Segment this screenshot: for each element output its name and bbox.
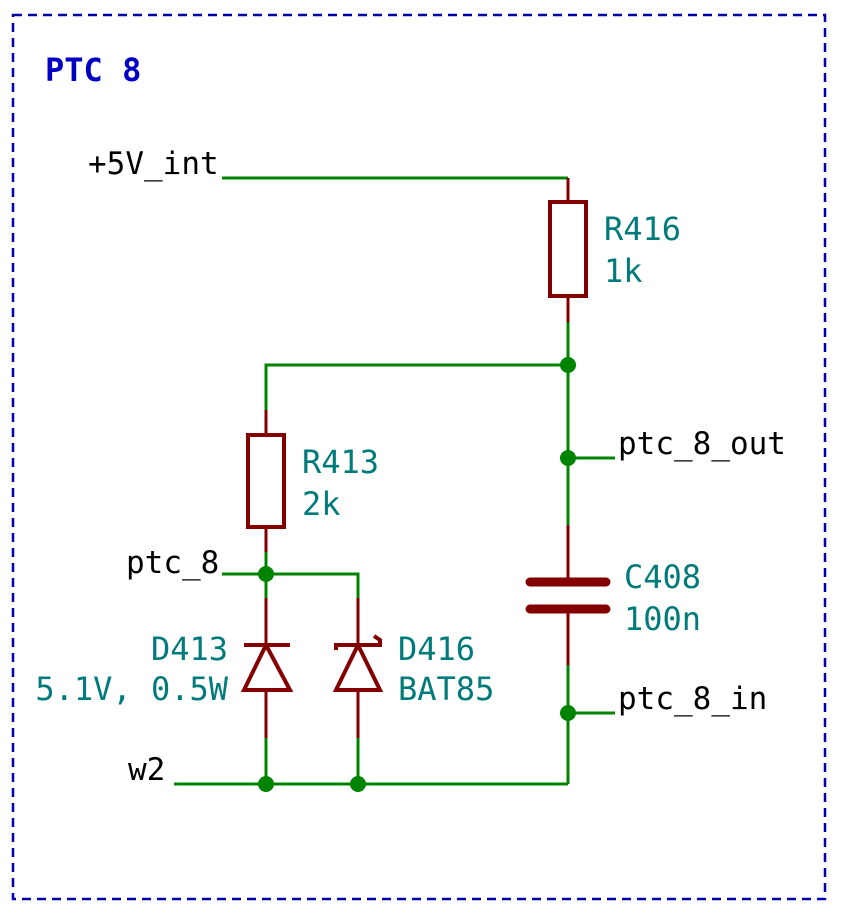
junction-dot	[560, 705, 576, 721]
net-label-supply[interactable]: +5V_int	[88, 146, 219, 182]
r413-value: 2k	[302, 485, 341, 523]
c408-reference: C408	[624, 558, 701, 596]
c408-value: 100n	[624, 600, 701, 638]
wire-ptc-net	[222, 572, 360, 598]
schottky-diode-d416[interactable]	[332, 598, 384, 738]
junction-dot	[560, 450, 576, 466]
net-label-in[interactable]: ptc_8_in	[618, 681, 767, 717]
resistor-r416[interactable]	[548, 178, 588, 322]
d416-triangle	[332, 640, 384, 692]
zener-diode-d413[interactable]	[240, 598, 294, 738]
net-label-ptc[interactable]: ptc_8	[126, 545, 219, 581]
junction-dot	[258, 776, 274, 792]
d413-value: 5.1V, 0.5W	[35, 670, 228, 708]
r413-reference: R413	[302, 443, 379, 481]
junction-dot	[350, 776, 366, 792]
r416-value: 1k	[604, 252, 643, 290]
d416-value: BAT85	[398, 670, 494, 708]
net-label-out[interactable]: ptc_8_out	[618, 426, 786, 462]
resistor-r413[interactable]	[246, 410, 286, 552]
net-label-ground[interactable]: w2	[128, 752, 165, 788]
wire-top-node	[264, 363, 568, 410]
r416-reference: R416	[604, 210, 681, 248]
r416-body	[548, 200, 588, 298]
junction-dot	[560, 357, 576, 373]
d413-reference: D413	[151, 630, 228, 668]
d416-reference: D416	[398, 630, 475, 668]
sheet-frame	[11, 13, 827, 901]
d413-triangle	[240, 640, 294, 692]
d416-cathode-bar	[334, 634, 382, 650]
r413-body	[246, 433, 286, 529]
sheet-title: PTC 8	[45, 51, 141, 89]
capacitor-c408[interactable]	[525, 525, 611, 665]
junction-dot	[258, 566, 274, 582]
